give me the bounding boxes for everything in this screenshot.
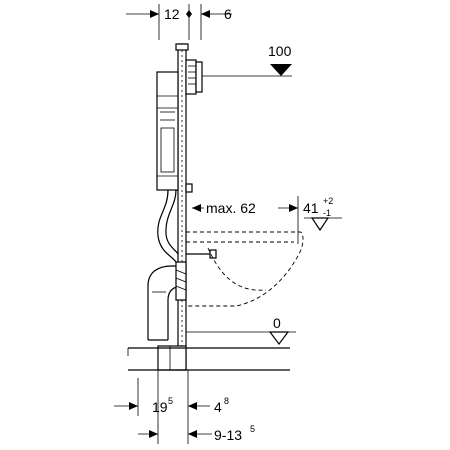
- bottom-left-value: 19: [152, 399, 168, 415]
- bottom-range-sup: 5: [250, 424, 255, 434]
- level-top-value: 100: [268, 43, 292, 59]
- level-triangle-top: [270, 64, 292, 76]
- bottom-right-sup: 8: [224, 396, 229, 406]
- frame-top-cap: [175, 43, 189, 51]
- actuator-plate: [185, 59, 197, 95]
- height-base-value: 41: [303, 200, 319, 216]
- level-triangle-seat: [310, 217, 330, 232]
- bottom-range-value: 9-13: [214, 427, 242, 443]
- frame-foot: [157, 345, 187, 371]
- top-arrow-right: [201, 10, 210, 18]
- bottom-dimension-2: 9-13 5: [138, 424, 255, 443]
- bottom-right-value: 4: [214, 399, 222, 415]
- wc-pan-outline: [186, 231, 304, 307]
- level-floor-value: 0: [273, 315, 281, 331]
- top-arrow-left: [150, 10, 159, 18]
- top-center-diamond: [186, 10, 192, 18]
- flush-pipe-inner: [165, 189, 179, 255]
- max-distance-label: max. 62: [206, 200, 256, 216]
- level-marker-floor: 0: [186, 315, 296, 345]
- height-dimension: max. 62 41 +2 -1: [192, 196, 342, 244]
- floor: [127, 347, 290, 371]
- bottom-dimension-1: 19 5 4 8: [114, 370, 229, 444]
- level-triangle-floor: [268, 331, 290, 345]
- drain-bend-outer: [147, 265, 184, 340]
- bottom-left-sup: 5: [168, 396, 173, 406]
- height-tolerance-minus: -1: [323, 208, 331, 218]
- actuator-button: [195, 61, 203, 93]
- drain-connector: [175, 261, 187, 301]
- top-right-value: 6: [224, 6, 232, 22]
- installation-frame: [147, 43, 217, 371]
- height-tolerance-plus: +2: [323, 196, 333, 206]
- level-marker-top: 100: [202, 43, 292, 77]
- top-left-value: 12: [164, 6, 180, 22]
- top-dimension: 12 6: [126, 4, 232, 40]
- flush-pipe-outer: [157, 189, 177, 263]
